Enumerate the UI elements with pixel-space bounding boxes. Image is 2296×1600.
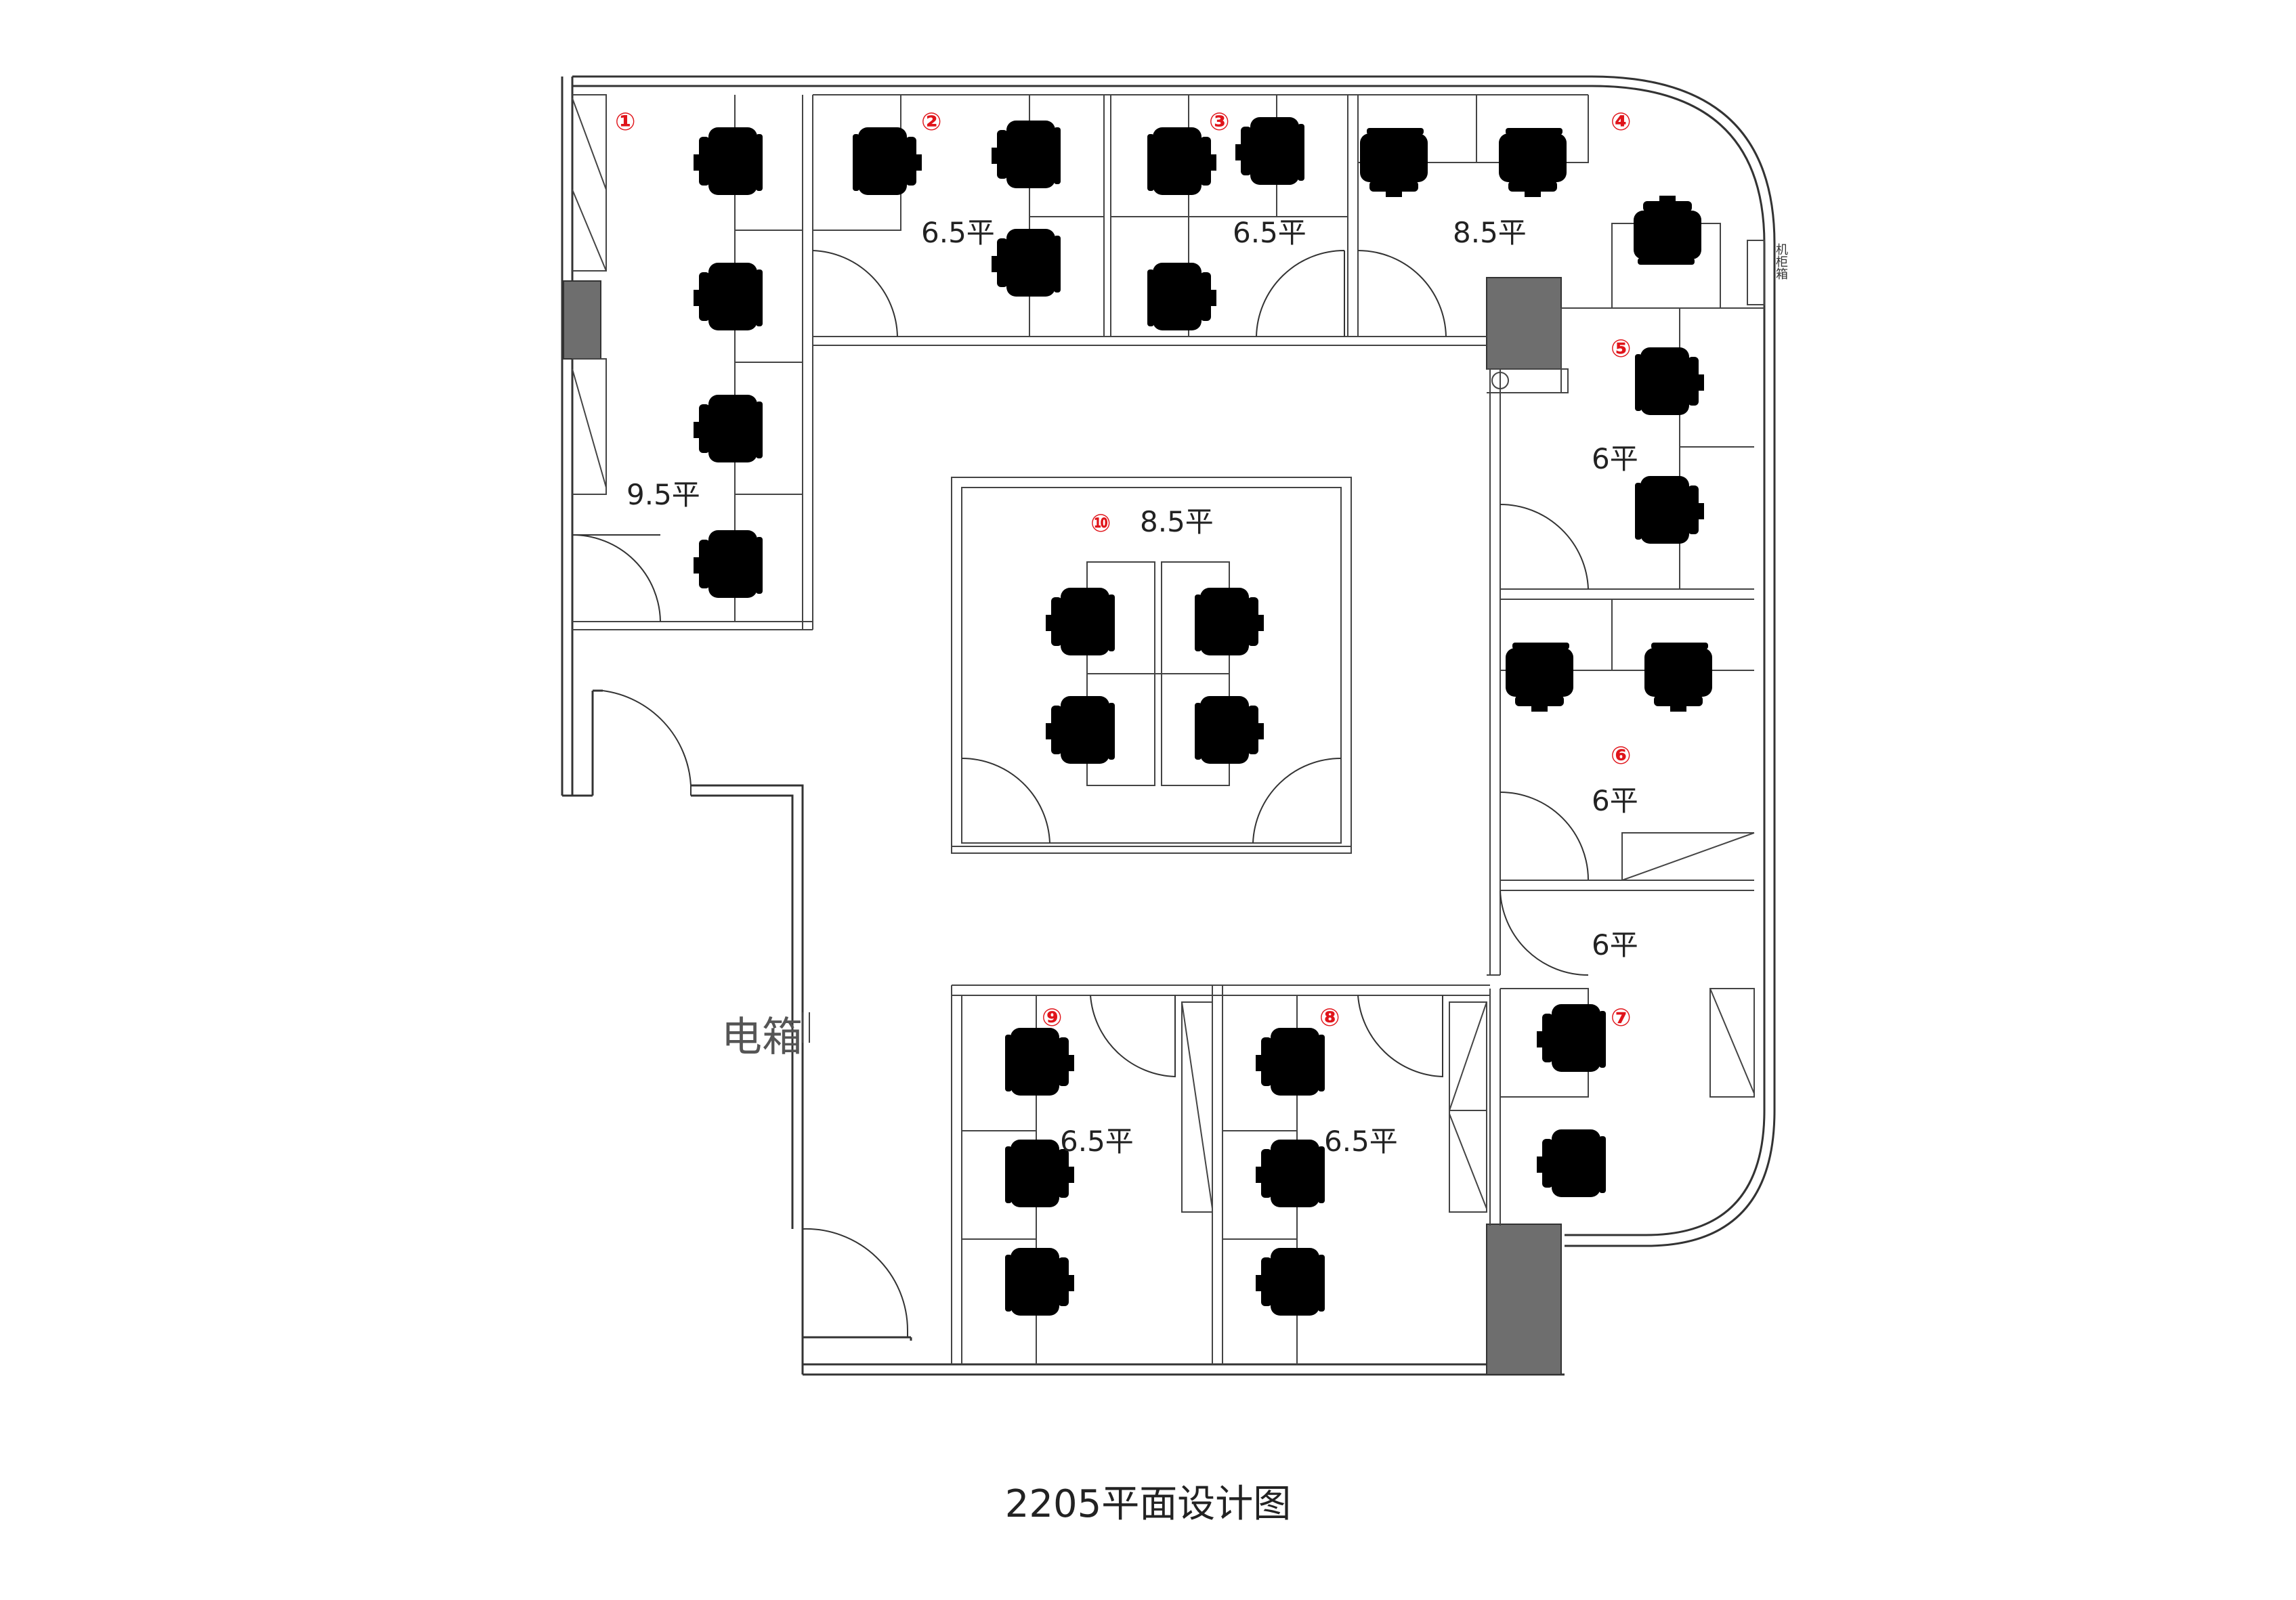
room-10 [951,477,1352,854]
room-number-6: ⑥ [1611,742,1631,770]
room-number-2: ② [921,108,941,136]
room-area-6: 6平 [1592,784,1638,817]
room-area-8: 6.5平 [1324,1125,1398,1158]
column-west [563,280,601,360]
room-area-4: 8.5平 [1453,216,1527,249]
room-area-7: 6平 [1592,928,1638,961]
room-number-1: ① [615,108,635,136]
room-number-5: ⑤ [1611,335,1631,363]
room-number-9: ⑨ [1042,1004,1062,1032]
bottom-rooms [802,985,1490,1364]
room-number-3: ③ [1209,108,1229,136]
room-number-7: ⑦ [1611,1004,1631,1032]
cabinet-label-text: 机柜箱 [1751,243,1788,280]
outer-walls [561,75,1776,1376]
room-area-10: 8.5平 [1140,505,1214,538]
column-ne [1486,277,1562,370]
room-area-1: 9.5平 [626,478,700,511]
room-area-3: 6.5平 [1233,216,1306,249]
room-area-2: 6.5平 [921,216,995,249]
plan-title: 2205平面设计图 [1005,1482,1292,1526]
entrance-door[interactable] [602,690,692,796]
room-number-8: ⑧ [1319,1004,1340,1032]
column-se [1486,1224,1562,1375]
room-1 [572,94,813,630]
room-area-5: 6平 [1592,442,1638,475]
electric-box-label: 电箱 [721,1014,803,1061]
cabinet-label: 机柜箱 [1751,243,1788,280]
room-number-4: ④ [1611,108,1631,136]
east-rooms [1487,308,1755,1226]
room-area-9: 6.5平 [1060,1125,1134,1158]
top-rooms [812,94,1765,346]
room-number-10: ⑩ [1090,510,1111,538]
